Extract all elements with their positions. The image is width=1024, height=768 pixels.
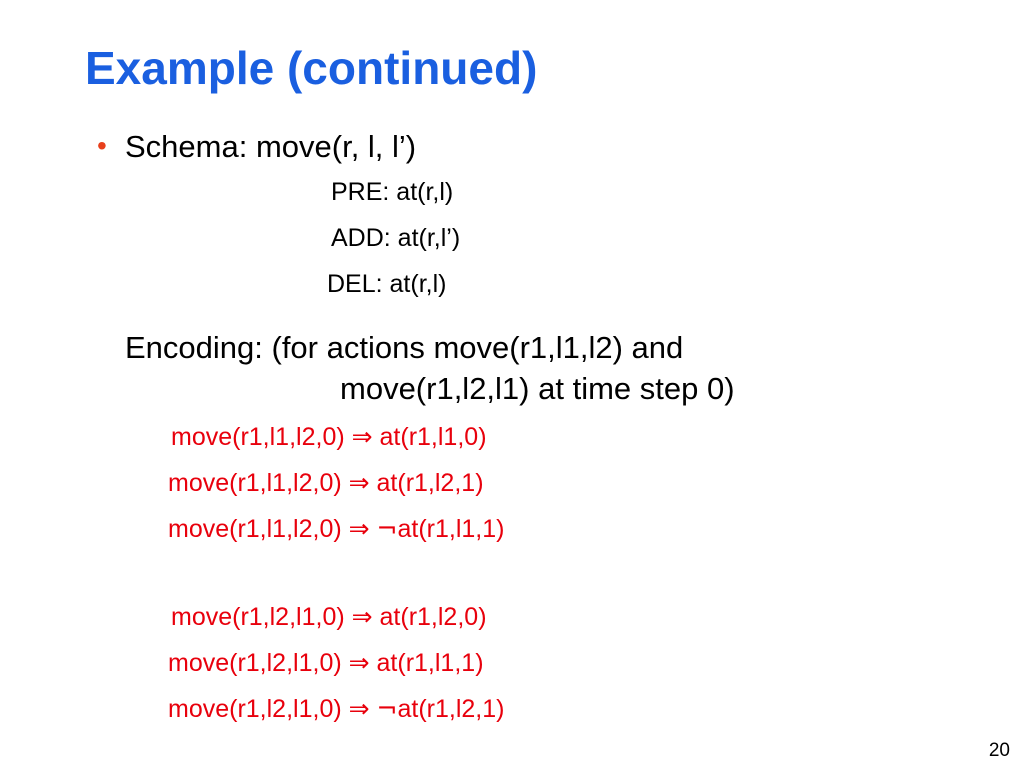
slide-title: Example (continued) (85, 42, 538, 94)
formula-line: move(r1,l1,l2,0) ⇒ at(r1,l2,1) (168, 467, 484, 499)
implies-symbol: ⇒ (348, 694, 370, 723)
formula-line: move(r1,l2,l1,0) ⇒ ¬at(r1,l2,1) (168, 693, 504, 725)
formula-lhs: move(r1,l1,l2,0) (168, 469, 342, 497)
formula-rhs: at(r1,l1,1) (376, 649, 484, 677)
implies-symbol: ⇒ (351, 602, 373, 631)
formula-lhs: move(r1,l2,l1,0) (171, 603, 345, 631)
negation-symbol: ¬ (376, 694, 398, 723)
bullet-icon: • (97, 130, 107, 161)
negation-symbol: ¬ (376, 514, 398, 543)
formula-line: move(r1,l2,l1,0) ⇒ at(r1,l1,1) (168, 647, 484, 679)
formula-rhs: at(r1,l2,1) (397, 695, 505, 723)
formula-line: move(r1,l1,l2,0) ⇒ ¬at(r1,l1,1) (168, 513, 504, 545)
formula-rhs: at(r1,l1,1) (397, 515, 505, 543)
schema-pre: PRE: at(r,l) (331, 178, 454, 206)
schema-add: ADD: at(r,l’) (331, 224, 461, 252)
schema-label: Schema: move(r, l, l’) (125, 129, 417, 164)
implies-symbol: ⇒ (348, 468, 370, 497)
formula-line: move(r1,l1,l2,0) ⇒ at(r1,l1,0) (171, 421, 487, 453)
implies-symbol: ⇒ (348, 648, 370, 677)
formula-lhs: move(r1,l1,l2,0) (171, 423, 345, 451)
implies-symbol: ⇒ (348, 514, 370, 543)
formula-rhs: at(r1,l2,0) (379, 603, 487, 631)
encoding-line-2: move(r1,l2,l1) at time step 0) (340, 371, 735, 406)
implies-symbol: ⇒ (351, 422, 373, 451)
encoding-line-1: Encoding: (for actions move(r1,l1,l2) an… (125, 330, 684, 365)
formula-lhs: move(r1,l2,l1,0) (168, 649, 342, 677)
schema-del: DEL: at(r,l) (327, 270, 447, 298)
formula-line: move(r1,l2,l1,0) ⇒ at(r1,l2,0) (171, 601, 487, 633)
formula-rhs: at(r1,l1,0) (379, 423, 487, 451)
formula-rhs: at(r1,l2,1) (376, 469, 484, 497)
page-number: 20 (988, 740, 1010, 761)
formula-lhs: move(r1,l2,l1,0) (168, 695, 342, 723)
formula-lhs: move(r1,l1,l2,0) (168, 515, 342, 543)
